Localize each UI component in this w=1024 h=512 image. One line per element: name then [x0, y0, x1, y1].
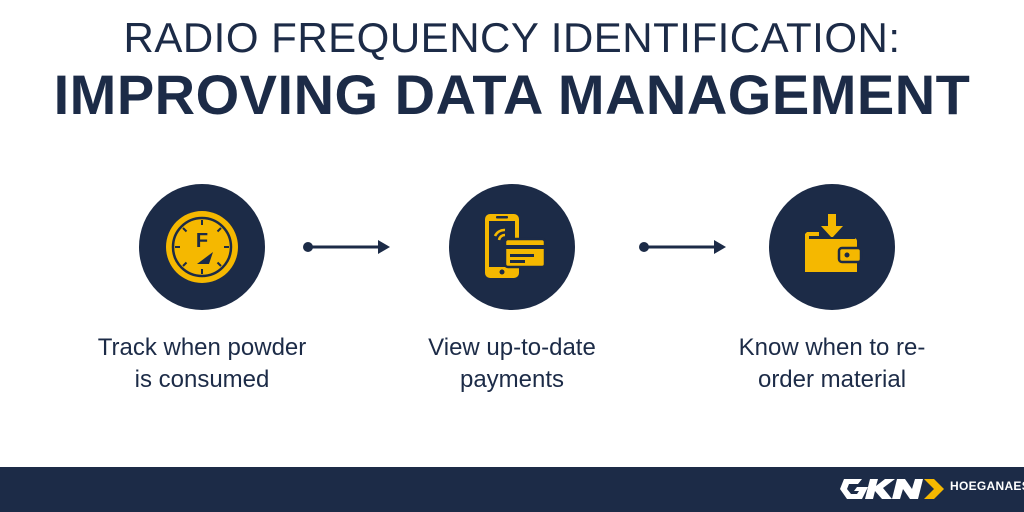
wallet-download-icon [805, 214, 863, 272]
arrow-2 [639, 240, 726, 254]
title-line-2: IMPROVING DATA MANAGEMENT [53, 63, 971, 126]
step-view-payments: View up-to-date payments [392, 184, 632, 396]
title-line-1: RADIO FREQUENCY IDENTIFICATION: [123, 14, 901, 61]
gkn-logo [840, 479, 944, 499]
mobile-payment-icon [485, 214, 547, 278]
step-2-caption: View up-to-date payments [392, 332, 632, 396]
step-1-caption: Track when powder is consumed [82, 332, 322, 396]
step-track-powder: F Track when powder is consumed [82, 184, 322, 396]
footer-bar: HOEGANAES [0, 467, 1024, 512]
step-3-caption-line-1: Know when to re- [738, 334, 926, 361]
step-3-caption-line-2: order material [757, 366, 907, 393]
arrow-1 [303, 240, 390, 254]
step-3-caption: Know when to re- order material [712, 332, 952, 396]
step-1-caption-line-1: Track when powder [97, 334, 307, 361]
step-1-caption-line-2: is consumed [134, 366, 270, 393]
fuel-gauge-icon: F [166, 211, 238, 283]
step-2-circle [449, 184, 575, 310]
step-reorder-material: Know when to re- order material [712, 184, 952, 396]
step-2-caption-line-2: payments [459, 366, 565, 393]
step-3-circle [769, 184, 895, 310]
step-1-circle: F [139, 184, 265, 310]
gauge-letter: F [196, 230, 208, 252]
step-2-caption-line-1: View up-to-date [428, 334, 596, 361]
brand-text: HOEGANAES [950, 479, 1024, 493]
